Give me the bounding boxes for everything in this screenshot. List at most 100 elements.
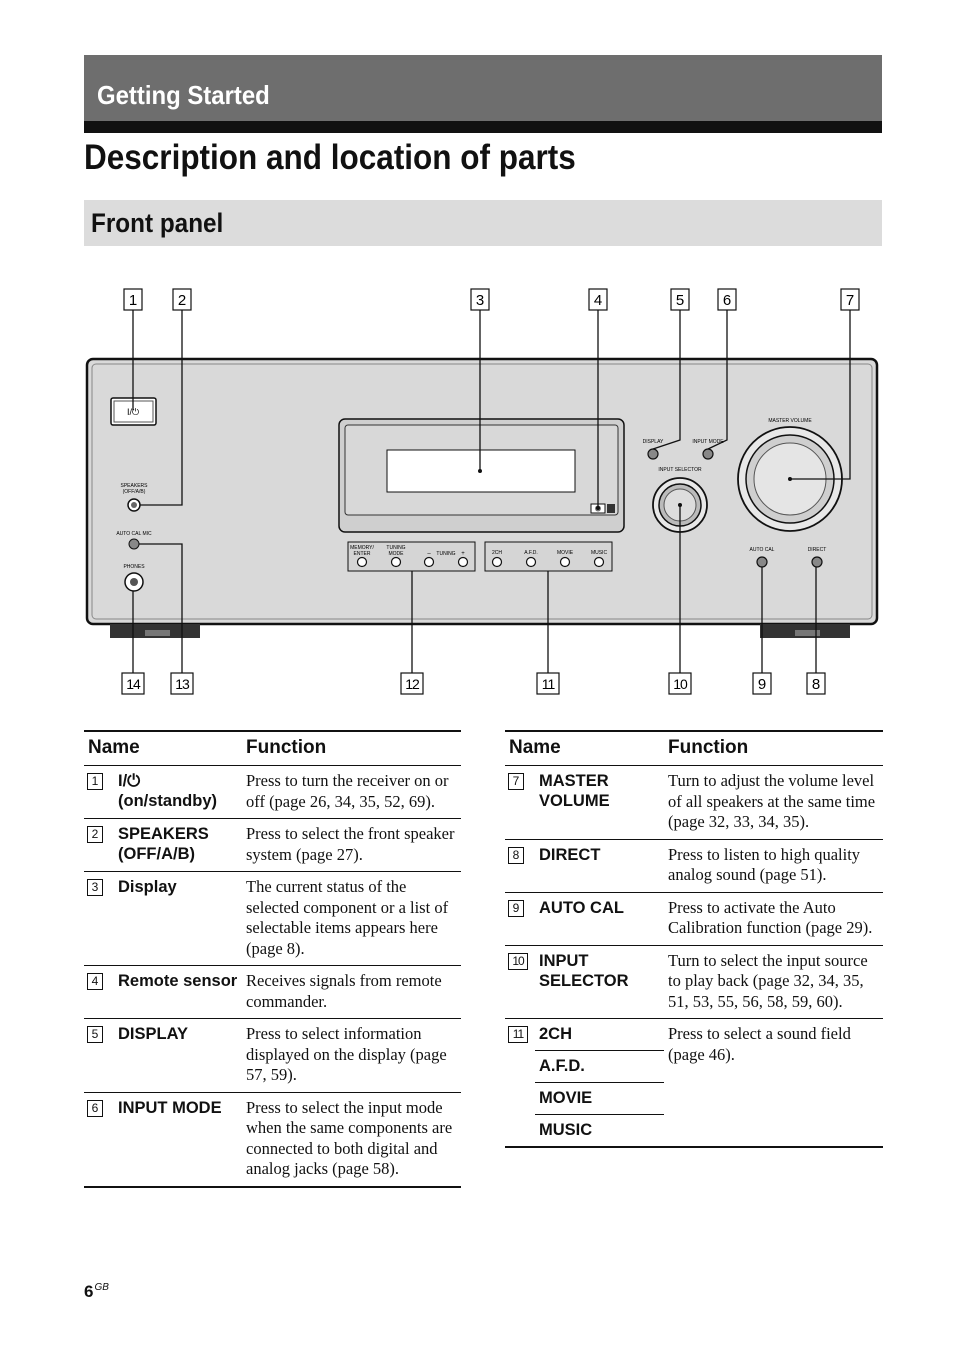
header-name: Name — [505, 730, 664, 766]
speakers-sub-label: (OFF/A/B) — [123, 489, 146, 495]
auto-cal-mic-label: AUTO CAL MIC — [116, 531, 152, 537]
part-name: DIRECT — [535, 839, 664, 893]
part-function: Press to select a sound field (page 46). — [664, 1018, 883, 1148]
part-function: Press to select information displayed on… — [242, 1018, 461, 1093]
part-function: Turn to adjust the volume level of all s… — [664, 765, 883, 840]
tuning-minus-button — [423, 556, 435, 568]
part-name: DISPLAY — [114, 1018, 242, 1093]
svg-text:6: 6 — [723, 292, 731, 309]
table-row: 1 I/⏻ (on/standby) Press to turn the rec… — [84, 765, 461, 819]
table-row: 7 MASTER VOLUME Turn to adjust the volum… — [505, 765, 883, 840]
row-number: 3 — [87, 879, 103, 896]
svg-text:14: 14 — [126, 676, 141, 692]
svg-text:8: 8 — [812, 676, 820, 693]
table-row: 4 Remote sensor Receives signals from re… — [84, 965, 461, 1019]
row-number: 5 — [87, 1026, 103, 1043]
front-panel-diagram: I/⏻ SPEAKERS (OFF/A/B) AUTO CAL MIC PHON… — [85, 288, 879, 695]
row-number: 11 — [508, 1026, 528, 1043]
direct-button — [811, 556, 823, 568]
table-row: 11 2CH Press to select a sound field (pa… — [505, 1018, 883, 1148]
part-name: MASTER VOLUME — [535, 765, 664, 840]
row-number: 4 — [87, 973, 103, 990]
table-row: MOVIE — [505, 1082, 883, 1115]
2ch-button — [491, 556, 503, 568]
page-title: Description and location of parts — [84, 138, 576, 177]
callouts-bottom: 8 9 10 11 12 13 14 — [121, 672, 826, 695]
section-rule — [84, 121, 882, 133]
page-number-suffix: GB — [94, 1282, 109, 1293]
table-row: 6 INPUT MODE Press to select the input m… — [84, 1092, 461, 1188]
row-number: 1 — [87, 773, 103, 790]
part-name: A.F.D. — [535, 1050, 664, 1083]
part-name: MUSIC — [535, 1114, 664, 1148]
music-button — [593, 556, 605, 568]
svg-text:MUSIC: MUSIC — [591, 550, 608, 556]
movie-button — [559, 556, 571, 568]
svg-text:10: 10 — [673, 676, 688, 692]
svg-text:INPUT MODE: INPUT MODE — [692, 439, 724, 445]
section-title: Getting Started — [97, 80, 270, 110]
table-row: 8 DIRECT Press to listen to high quality… — [505, 839, 883, 893]
part-name: INPUT SELECTOR — [535, 945, 664, 1019]
svg-text:ENTER: ENTER — [354, 551, 371, 557]
table-header-row: Name Function — [505, 730, 883, 766]
svg-text:–: – — [427, 551, 431, 557]
display-button — [647, 448, 659, 460]
part-name: AUTO CAL — [535, 892, 664, 946]
table-row: 5 DISPLAY Press to select information di… — [84, 1018, 461, 1093]
page-number: 6GB — [84, 1282, 109, 1302]
part-name: 2CH — [535, 1018, 664, 1051]
part-function: Turn to select the input source to play … — [664, 945, 883, 1019]
part-function: Press to select the front speaker system… — [242, 818, 461, 872]
table-row: 9 AUTO CAL Press to activate the Auto Ca… — [505, 892, 883, 946]
tuning-mode-button — [390, 556, 402, 568]
row-number: 8 — [508, 846, 524, 864]
row-number: 9 — [508, 899, 524, 917]
table-row: A.F.D. — [505, 1050, 883, 1083]
svg-text:DIRECT: DIRECT — [808, 547, 827, 553]
speakers-label: SPEAKERS — [121, 483, 149, 489]
part-function: Press to turn the receiver on or off (pa… — [242, 765, 461, 819]
svg-text:7: 7 — [846, 292, 854, 309]
svg-text:MEMORY/: MEMORY/ — [350, 545, 374, 551]
part-name: MOVIE — [535, 1082, 664, 1115]
table-row: 10 INPUT SELECTOR Turn to select the inp… — [505, 945, 883, 1019]
svg-text:INPUT SELECTOR: INPUT SELECTOR — [658, 467, 702, 473]
header-function: Function — [664, 730, 883, 766]
input-mode-button — [702, 448, 714, 460]
power-label: I/⏻ — [127, 407, 139, 417]
svg-text:13: 13 — [175, 676, 190, 692]
svg-text:2CH: 2CH — [492, 550, 502, 556]
svg-text:MASTER VOLUME: MASTER VOLUME — [768, 418, 812, 424]
svg-text:DISPLAY: DISPLAY — [643, 439, 664, 445]
table-row: MUSIC — [505, 1114, 883, 1148]
part-name: SPEAKERS (OFF/A/B) — [114, 818, 242, 872]
table-row: 3 Display The current status of the sele… — [84, 871, 461, 966]
svg-text:3: 3 — [476, 292, 484, 309]
part-function: Press to select the input mode when the … — [242, 1092, 461, 1188]
row-number: 6 — [87, 1099, 103, 1117]
part-function: Receives signals from remote commander. — [242, 965, 461, 1019]
svg-text:A.F.D.: A.F.D. — [524, 550, 538, 556]
part-function: The current status of the selected compo… — [242, 871, 461, 966]
parts-table-left: Name Function 1 I/⏻ (on/standby) Press t… — [84, 730, 461, 1188]
part-name: Display — [114, 871, 242, 966]
svg-text:+: + — [461, 551, 465, 557]
part-name: INPUT MODE — [114, 1092, 242, 1188]
phones-label: PHONES — [123, 564, 145, 570]
svg-text:11: 11 — [542, 676, 556, 692]
svg-text:9: 9 — [758, 676, 766, 693]
svg-text:4: 4 — [594, 292, 602, 309]
row-number: 10 — [508, 952, 528, 970]
section-header-bar: Getting Started — [84, 55, 882, 121]
svg-text:TUNING: TUNING — [386, 545, 405, 551]
page-number-value: 6 — [84, 1282, 94, 1301]
row-number: 2 — [87, 826, 103, 843]
svg-text:1: 1 — [129, 292, 137, 309]
table-header-row: Name Function — [84, 730, 461, 766]
svg-text:5: 5 — [676, 292, 684, 309]
subsection-title: Front panel — [91, 208, 224, 238]
svg-text:2: 2 — [178, 292, 186, 309]
svg-text:MOVIE: MOVIE — [557, 550, 574, 556]
auto-cal-mic-jack — [128, 538, 140, 550]
